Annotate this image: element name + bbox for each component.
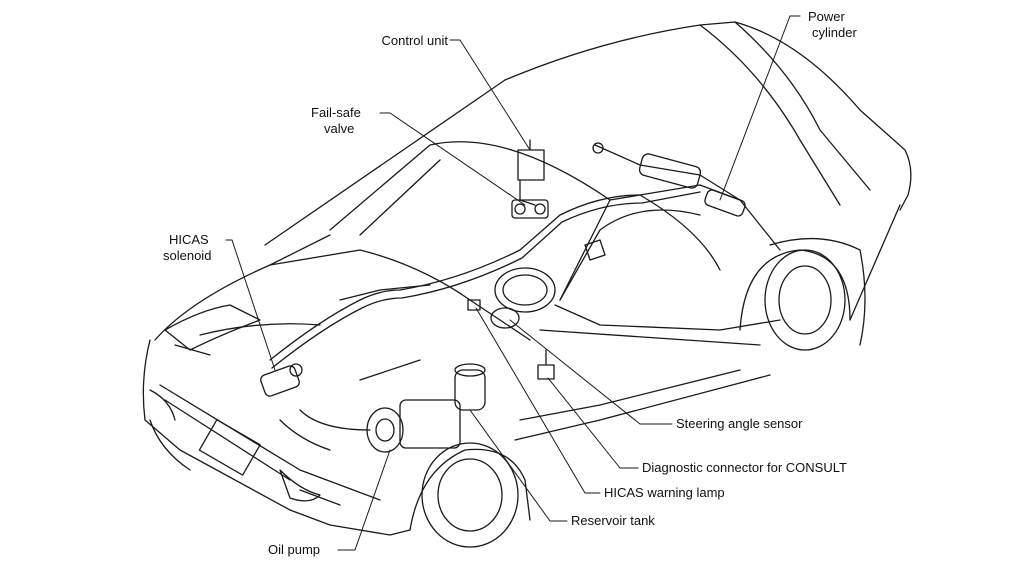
label-oil-pump: Oil pump	[268, 542, 321, 557]
oil-pump-part	[366, 399, 461, 453]
leader-lines	[225, 15, 801, 551]
diagnostic-connector-part	[537, 349, 555, 380]
label-diagnostic-connector: Diagnostic connector for CONSULT	[642, 460, 847, 475]
hicas-solenoid-part	[260, 363, 303, 397]
power-cylinder	[592, 142, 746, 217]
label-steering-angle-sensor: Steering angle sensor	[676, 416, 803, 431]
label-power-cylinder-line2: cylinder	[812, 25, 857, 40]
control-unit	[517, 139, 545, 206]
hydraulic-lines	[269, 184, 781, 451]
car-body	[142, 21, 912, 548]
label-hicas-solenoid-line1: HICAS	[169, 232, 209, 247]
label-reservoir-tank: Reservoir tank	[571, 513, 655, 528]
label-hicas-warning-lamp: HICAS warning lamp	[604, 485, 725, 500]
steering-wheel	[490, 267, 556, 329]
label-failsafe-valve-line1: Fail-safe	[311, 105, 361, 120]
label-failsafe-valve-line2: valve	[324, 121, 355, 136]
failsafe-valve	[511, 199, 549, 219]
label-hicas-solenoid-line2: solenoid	[163, 248, 212, 263]
label-power-cylinder-line1: Power	[808, 9, 845, 24]
label-control-unit: Control unit	[381, 33, 448, 48]
warning-lamp-part	[467, 299, 481, 311]
